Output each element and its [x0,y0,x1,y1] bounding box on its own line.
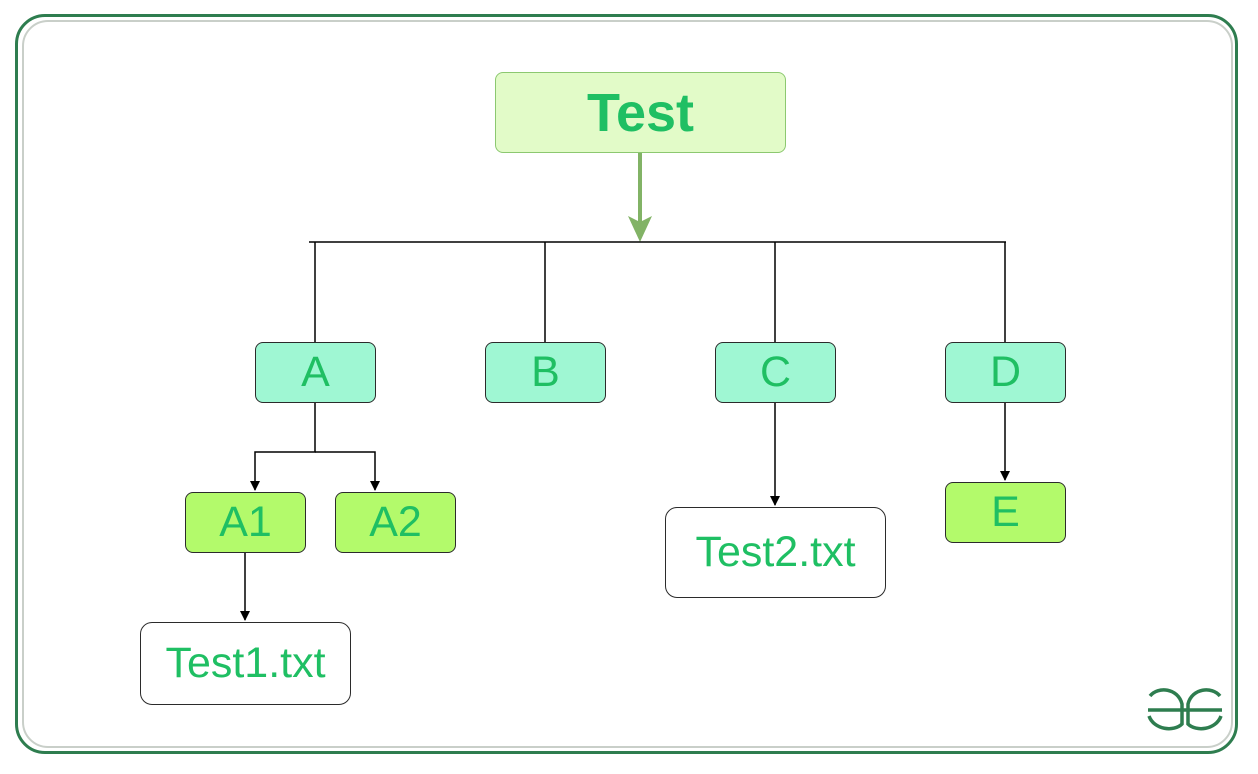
node-a2: A2 [335,492,456,553]
node-a1: A1 [185,492,306,553]
node-b: B [485,342,606,403]
file-test2: Test2.txt [665,507,886,598]
diagram-frame [15,14,1238,754]
root-arrow [628,153,652,242]
diagram-frame-inner [22,20,1233,748]
file-test1: Test1.txt [140,622,351,705]
node-d: D [945,342,1066,403]
node-a: A [255,342,376,403]
node-c: C [715,342,836,403]
gfg-logo-icon [1147,688,1223,731]
connector-a-to-a2 [315,451,380,491]
node-e: E [945,482,1066,543]
root-node: Test [495,72,786,153]
connector-a-to-a1 [250,403,316,491]
